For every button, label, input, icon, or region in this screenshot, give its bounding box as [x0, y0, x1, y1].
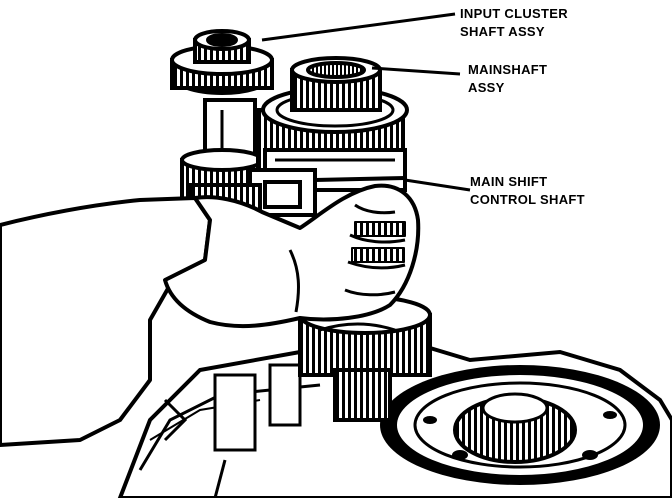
label-control-shaft-line2: CONTROL SHAFT	[470, 192, 585, 207]
callout-control-shaft: MAIN SHIFT CONTROL SHAFT	[470, 174, 585, 207]
label-control-shaft-line1: MAIN SHIFT	[470, 174, 547, 189]
label-mainshaft-line2: ASSY	[468, 80, 505, 95]
callout-input-cluster: INPUT CLUSTER SHAFT ASSY	[460, 6, 568, 39]
callout-mainshaft: MAINSHAFT ASSY	[468, 62, 547, 95]
label-input-cluster-line1: INPUT CLUSTER	[460, 6, 568, 21]
leader-lines	[261, 12, 471, 192]
leader-mainshaft	[371, 66, 461, 76]
label-input-cluster-line2: SHAFT ASSY	[460, 24, 545, 39]
case-gear	[380, 365, 660, 485]
hands	[0, 183, 421, 447]
leader-control-shaft	[404, 178, 471, 192]
label-mainshaft-line1: MAINSHAFT	[468, 62, 547, 77]
leader-input-cluster	[261, 12, 456, 42]
